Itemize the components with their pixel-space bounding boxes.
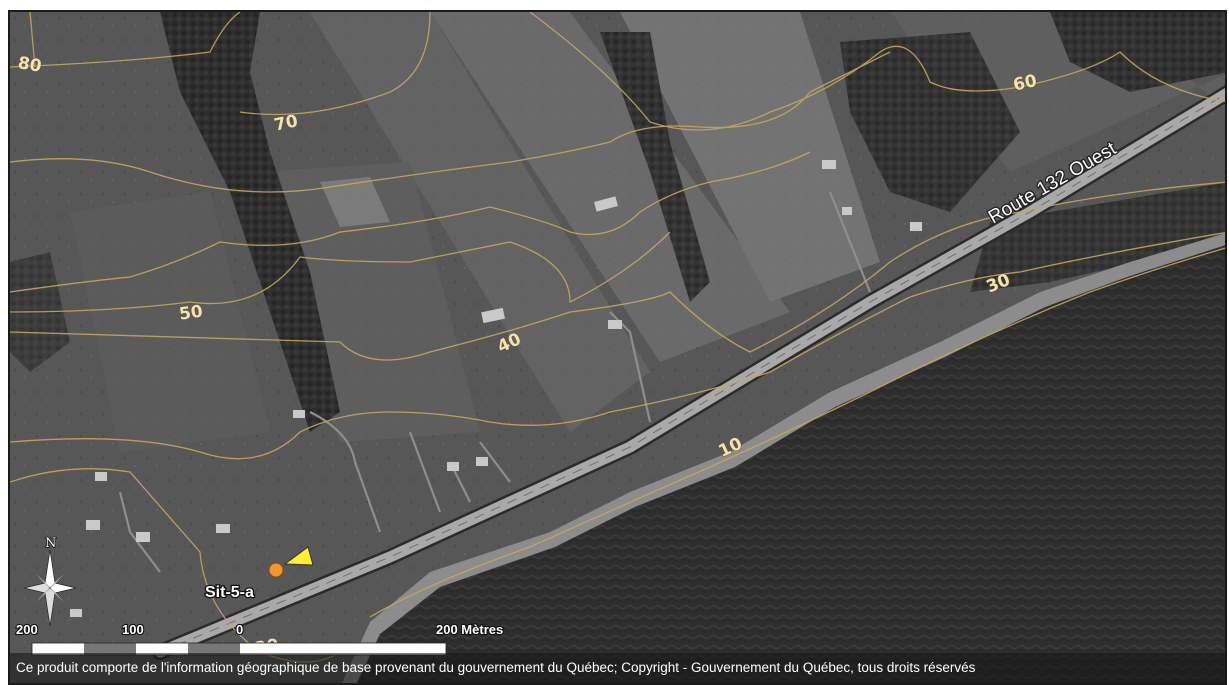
highway-route-132 bbox=[152, 85, 1225, 660]
scale-label-200-left: 200 bbox=[16, 622, 38, 637]
scale-label-0: 0 bbox=[236, 622, 243, 637]
contour-label-50: 50 bbox=[178, 302, 204, 325]
north-arrow-icon bbox=[23, 549, 77, 627]
contour-label-80: 80 bbox=[16, 53, 43, 77]
map-frame[interactable]: 80 70 60 50 40 30 20 10 Route 132 Ouest … bbox=[8, 10, 1227, 685]
water-body bbox=[341, 233, 1225, 683]
contour-label-60: 60 bbox=[1011, 71, 1038, 96]
pointer-arrow-icon bbox=[283, 546, 314, 566]
site-marker[interactable] bbox=[268, 546, 314, 578]
local-roads bbox=[118, 191, 872, 573]
scale-bar bbox=[31, 642, 447, 656]
site-label: Sit-5-a bbox=[205, 584, 254, 601]
north-label: N bbox=[45, 536, 56, 551]
tree-bands bbox=[10, 12, 1225, 432]
contour-lines bbox=[10, 12, 1225, 663]
aerial-map[interactable]: 80 70 60 50 40 30 20 10 Route 132 Ouest … bbox=[10, 12, 1227, 685]
scale-label-100: 100 bbox=[122, 622, 144, 637]
copyright-notice: Ce produit comporte de l'information géo… bbox=[10, 653, 1225, 683]
site-point-icon[interactable] bbox=[268, 562, 284, 578]
scale-label-200-meters: 200 Mètres bbox=[436, 622, 503, 637]
buildings bbox=[70, 160, 922, 617]
